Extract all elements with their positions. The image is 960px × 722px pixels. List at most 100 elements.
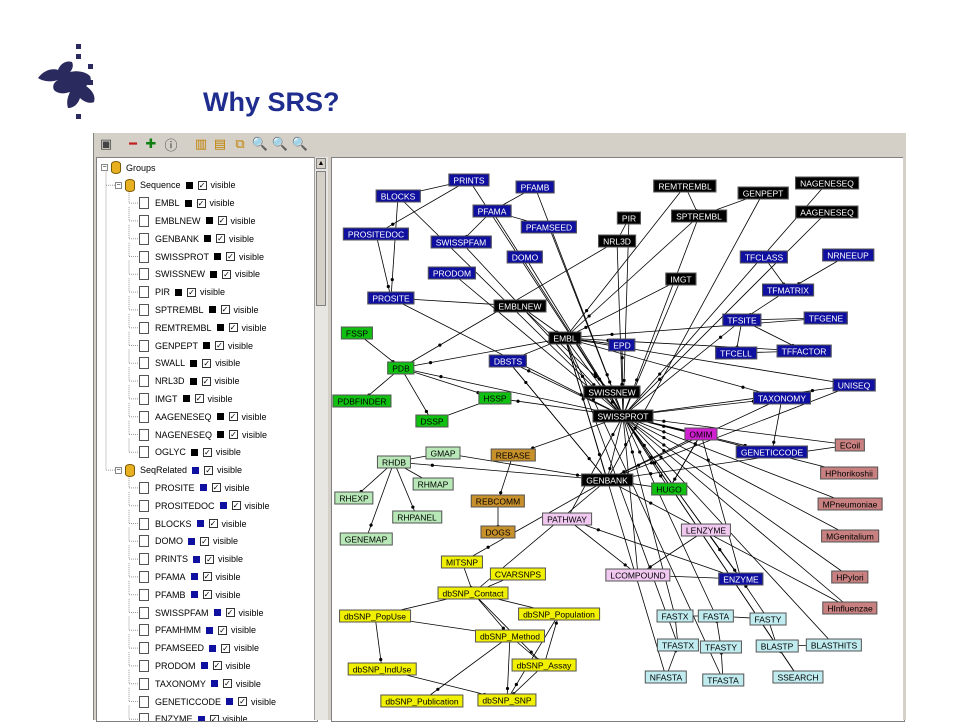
visible-checkbox[interactable]: ✓ [204, 465, 214, 475]
node-dbsnp_induse[interactable]: dbSNP_IndUse [347, 662, 417, 676]
tree-item-swall[interactable]: SWALL✓visible [139, 355, 240, 372]
add-icon[interactable]: ✚ [145, 136, 157, 152]
visible-checkbox[interactable]: ✓ [202, 358, 212, 368]
node-nfasta[interactable]: NFASTA [644, 670, 688, 684]
node-lenzyme[interactable]: LENZYME [680, 523, 732, 537]
node-nrl3d[interactable]: NRL3D [598, 234, 636, 248]
node-dbsnp_assay[interactable]: dbSNP_Assay [511, 658, 577, 672]
node-taxonomy[interactable]: TAXONOMY [752, 391, 812, 405]
node-remtrembl[interactable]: REMTREMBL [653, 179, 717, 193]
node-tfclass[interactable]: TFCLASS [739, 250, 789, 264]
scroll-up-icon[interactable]: ▲ [316, 158, 326, 169]
node-cvarsnps[interactable]: CVARSNPS [489, 567, 547, 581]
visible-checkbox[interactable]: ✓ [226, 252, 236, 261]
tree-item-aageneseq[interactable]: AAGENESEQ✓visible [139, 408, 267, 425]
tree-item-pfamseed[interactable]: PFAMSEED✓visible [139, 640, 259, 657]
node-uniseq[interactable]: UNISEQ [832, 378, 876, 392]
collapse-icon[interactable]: − [115, 466, 122, 474]
node-tfgene[interactable]: TFGENE [803, 311, 849, 325]
visible-checkbox[interactable]: ✓ [212, 661, 222, 671]
node-genemap[interactable]: GENEMAP [339, 532, 393, 546]
tree-item-emblnew[interactable]: EMBLNEW✓visible [139, 212, 256, 229]
tree-item-pfamhmm[interactable]: PFAMHMM✓visible [139, 622, 256, 639]
node-pfamb[interactable]: PFAMB [515, 180, 555, 194]
node-genpept[interactable]: GENPEPT [737, 186, 789, 200]
node-genbank[interactable]: GENBANK [581, 473, 633, 487]
node-imgt[interactable]: IMGT [665, 272, 697, 286]
node-tfcell[interactable]: TFCELL [715, 346, 757, 360]
remove-icon[interactable]: ━ [129, 136, 137, 152]
node-pdbfinder[interactable]: PDBFINDER [332, 394, 392, 408]
zoom-in-icon[interactable]: 🔍 [291, 136, 309, 152]
tree-item-domo[interactable]: DOMO✓visible [139, 533, 238, 550]
visible-checkbox[interactable]: ✓ [218, 625, 227, 635]
node-dbsnp_population[interactable]: dbSNP_Population [518, 607, 600, 621]
visible-checkbox[interactable]: ✓ [202, 590, 212, 600]
node-hinfluenzae[interactable]: HInfluenzae [822, 601, 878, 615]
tree-item-prodom[interactable]: PRODOM✓visible [139, 657, 251, 674]
visible-checkbox[interactable]: ✓ [222, 269, 232, 279]
node-prositedoc[interactable]: PROSITEDOC [342, 227, 410, 241]
node-fssp[interactable]: FSSP [340, 326, 374, 340]
tree-item-prosite[interactable]: PROSITE✓visible [139, 479, 250, 496]
visible-checkbox[interactable]: ✓ [229, 430, 239, 439]
visible-checkbox[interactable]: ✓ [228, 323, 238, 333]
node-pathway[interactable]: PATHWAY [542, 512, 592, 526]
visible-checkbox[interactable]: ✓ [221, 643, 231, 653]
node-pdb[interactable]: PDB [387, 361, 415, 375]
node-tfastx[interactable]: TFASTX [656, 638, 700, 652]
tree-item-nageneseq[interactable]: NAGENESEQ✓visible [139, 426, 267, 443]
zoom-out-icon[interactable]: 🔍 [251, 136, 269, 152]
node-fasta[interactable]: FASTA [697, 609, 735, 623]
tree-item-swisspfam[interactable]: SWISSPFAM✓visible [139, 604, 264, 621]
node-mgenitalium[interactable]: MGenitalium [821, 529, 879, 543]
tree-item-pfamb[interactable]: PFAMB✓visible [139, 586, 241, 603]
node-hugo[interactable]: HUGO [651, 482, 687, 496]
visible-checkbox[interactable]: ✓ [217, 216, 227, 226]
visible-checkbox[interactable]: ✓ [205, 554, 215, 564]
visible-checkbox[interactable]: ✓ [197, 180, 207, 190]
node-rhexp[interactable]: RHEXP [334, 491, 374, 505]
node-mitsnp[interactable]: MITSNP [440, 555, 484, 569]
tree-item-genpept[interactable]: GENPEPT✓visible [139, 337, 253, 354]
node-embl[interactable]: EMBL [548, 331, 582, 345]
visible-checkbox[interactable]: ✓ [220, 305, 230, 315]
split-icon[interactable]: ▤ [213, 136, 227, 152]
node-dbsnp_publication[interactable]: dbSNP_Publication [380, 694, 464, 708]
visible-checkbox[interactable]: ✓ [202, 447, 212, 457]
node-aageneseq[interactable]: AAGENESEQ [795, 205, 859, 219]
node-swissprot[interactable]: SWISSPROT [592, 409, 654, 423]
visible-checkbox[interactable]: ✓ [201, 376, 211, 386]
node-nrneeup[interactable]: NRNEEUP [822, 248, 874, 262]
node-rhpanel[interactable]: RHPANEL [392, 510, 442, 524]
tree-item-blocks[interactable]: BLOCKS✓visible [139, 515, 247, 532]
collapse-icon[interactable]: − [115, 181, 122, 189]
node-fastx[interactable]: FASTX [656, 609, 694, 623]
node-tfasty[interactable]: TFASTY [699, 640, 743, 654]
visible-checkbox[interactable]: ✓ [238, 697, 248, 706]
node-rhdb[interactable]: RHDB [376, 455, 412, 469]
node-dbsnp_contact[interactable]: dbSNP_Contact [437, 586, 509, 600]
tree-group-sequence[interactable]: −Sequence✓visible [115, 177, 236, 194]
node-nageneseq[interactable]: NAGENESEQ [795, 176, 859, 190]
visible-checkbox[interactable]: ✓ [200, 536, 209, 546]
node-swissnew[interactable]: SWISSNEW [583, 385, 641, 399]
node-hpylori[interactable]: HPylori [831, 570, 869, 584]
tree-scrollbar[interactable]: ▲ [314, 157, 328, 720]
node-ecoil[interactable]: ECoil [834, 438, 866, 452]
tree-item-pir[interactable]: PIR✓visible [139, 284, 225, 301]
node-hphorikoshii[interactable]: HPhorikoshii [820, 466, 878, 480]
node-omim[interactable]: OMIM [684, 427, 718, 441]
tree-item-genbank[interactable]: GENBANK✓visible [139, 230, 254, 247]
node-hssp[interactable]: HSSP [478, 391, 512, 405]
tree-root-groups[interactable]: −Groups [101, 159, 156, 176]
zoom-icon[interactable]: 🔍 [271, 136, 289, 152]
tree-item-enzyme[interactable]: ENZYME✓visible [139, 711, 248, 721]
node-lcompound[interactable]: LCOMPOUND [605, 568, 671, 582]
tree-group-seqrelated[interactable]: −SeqRelated✓visible [115, 462, 242, 479]
book-icon[interactable]: ▥ [194, 136, 208, 152]
node-rebase[interactable]: REBASE [490, 448, 536, 462]
scroll-thumb[interactable] [316, 171, 326, 306]
node-pir[interactable]: PIR [616, 211, 642, 225]
node-blastp[interactable]: BLASTP [755, 639, 799, 653]
